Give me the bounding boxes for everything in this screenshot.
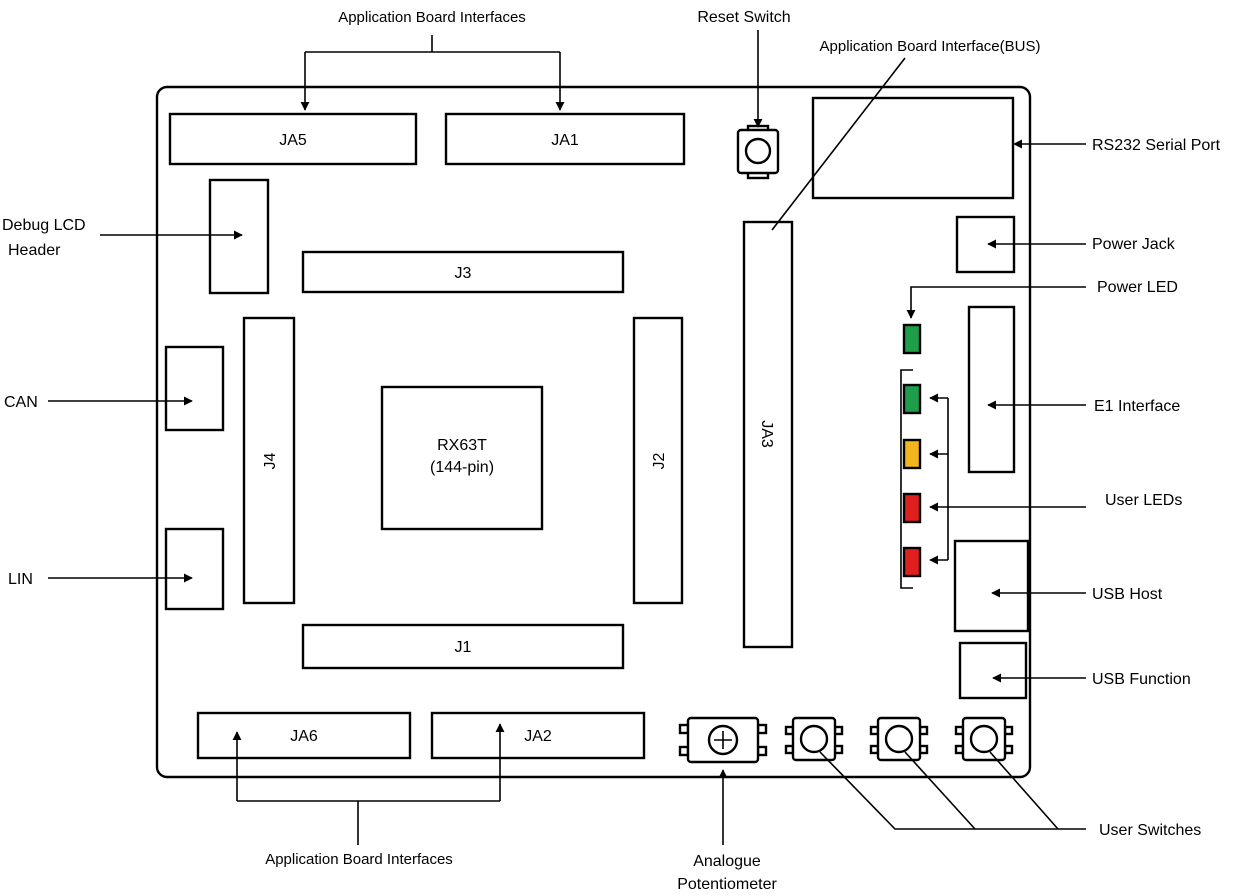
- connector-ja6-label: JA6: [290, 728, 318, 745]
- label-power-led: Power LED: [1097, 279, 1178, 296]
- connector-ja5: JA5: [168, 112, 418, 166]
- can-connector: [164, 345, 225, 432]
- callout-app-board-bottom: [232, 723, 505, 845]
- mcu-chip: RX63T (144-pin): [380, 385, 544, 531]
- e1-interface-connector: [967, 305, 1016, 474]
- label-user-leds: User LEDs: [1105, 492, 1182, 509]
- reset-switch: [736, 124, 780, 180]
- user-led-4: [902, 546, 922, 578]
- label-reset-switch: Reset Switch: [697, 9, 790, 26]
- label-power-jack: Power Jack: [1092, 236, 1176, 253]
- usb-function-connector: [958, 641, 1028, 700]
- label-app-board-bottom: Application Board Interfaces: [265, 851, 453, 868]
- label-debug-lcd-2: Header: [8, 242, 61, 259]
- callout-power-led: [906, 286, 1086, 319]
- connector-ja1-label: JA1: [551, 132, 579, 149]
- label-lin: LIN: [8, 571, 33, 588]
- connector-ja3: JA3: [742, 220, 794, 649]
- connector-j1-label: J1: [455, 639, 472, 656]
- label-app-board-top: Application Board Interfaces: [338, 9, 526, 26]
- user-led-bracket: [900, 369, 913, 589]
- power-led: [902, 323, 922, 355]
- user-switch-3: [954, 716, 1014, 762]
- connector-ja2-label: JA2: [524, 728, 552, 745]
- user-led-2: [902, 438, 922, 470]
- connector-j4: J4: [242, 316, 296, 605]
- label-debug-lcd-1: Debug LCD: [2, 217, 86, 234]
- user-switch-2: [869, 716, 929, 762]
- label-user-switches: User Switches: [1099, 822, 1201, 839]
- mcu-name: RX63T: [437, 437, 487, 454]
- label-e1-interface: E1 Interface: [1094, 398, 1180, 415]
- label-app-board-bus: Application Board Interface(BUS): [820, 38, 1041, 55]
- label-usb-function: USB Function: [1092, 671, 1191, 688]
- label-usb-host: USB Host: [1092, 586, 1163, 603]
- connector-ja3-label: JA3: [758, 420, 775, 448]
- label-analogue-2: Potentiometer: [677, 876, 777, 893]
- callout-user-leds: [929, 393, 1086, 565]
- label-analogue-1: Analogue: [693, 853, 761, 870]
- connector-j2-label: J2: [651, 452, 668, 469]
- connector-ja2: JA2: [430, 711, 646, 760]
- lin-connector: [164, 527, 225, 611]
- analogue-potentiometer: [678, 716, 768, 764]
- connector-ja6: JA6: [196, 711, 412, 760]
- label-rs232: RS232 Serial Port: [1092, 137, 1221, 154]
- callout-app-board-top: [300, 35, 565, 111]
- connector-j1: J1: [301, 623, 625, 670]
- connector-ja1: JA1: [444, 112, 686, 166]
- connector-j3-label: J3: [455, 265, 472, 282]
- connector-j4-label: J4: [262, 452, 279, 469]
- user-switch-1: [784, 716, 844, 762]
- user-led-3: [902, 492, 922, 524]
- user-led-1: [902, 383, 922, 415]
- usb-host-connector: [953, 539, 1030, 633]
- debug-lcd-header: [208, 178, 270, 295]
- callout-user-switches: [819, 751, 1086, 830]
- label-can: CAN: [4, 394, 38, 411]
- connector-ja5-label: JA5: [279, 132, 307, 149]
- callout-app-board-bus: [771, 57, 906, 231]
- mcu-package: (144-pin): [430, 459, 494, 476]
- rs232-connector: [811, 96, 1015, 200]
- connector-j2: J2: [632, 316, 684, 605]
- connector-j3: J3: [301, 250, 625, 294]
